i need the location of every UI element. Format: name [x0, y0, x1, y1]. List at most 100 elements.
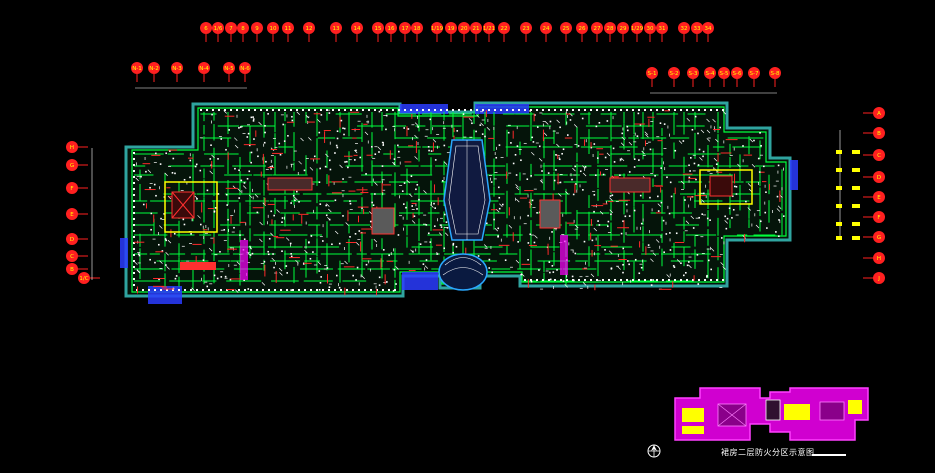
axis-label: 25 [563, 26, 570, 32]
top-axis-bubble: 14 [351, 22, 363, 42]
axis-label: S-5 [720, 71, 729, 77]
top-axis-bubble: 12 [303, 22, 315, 42]
right-cluster-bubble: S-6 [731, 67, 743, 87]
axis-label: 11 [285, 26, 292, 32]
axis-label: 18 [414, 26, 421, 32]
axis-label: J [877, 276, 880, 282]
left-side-bubble: E [66, 208, 88, 220]
axis-label: N-4 [199, 66, 209, 72]
top-axis-bubble: 20 [458, 22, 470, 42]
left-side-axis-bubbles: H G F E D CB 1/C [66, 141, 100, 284]
axis-label: 22 [501, 26, 508, 32]
axis-label: S-1 [648, 71, 657, 77]
top-axis-bubble: 19 [445, 22, 457, 42]
axis-label: 1/21 [483, 26, 495, 32]
axis-label: 1/6 [214, 26, 223, 32]
red-partitions [134, 110, 781, 296]
right-cluster-bubble: S-1 [646, 67, 658, 87]
top-axis-bubble: 25 [560, 22, 572, 42]
axis-label: 27 [594, 26, 601, 32]
axis-label: A [877, 111, 881, 117]
top-axis-bubble: 32 [678, 22, 690, 42]
left-side-bubble: G [66, 159, 88, 171]
axis-label: F [877, 215, 880, 221]
axis-label: S-8 [771, 71, 780, 77]
top-axis-bubble: 8 [237, 22, 249, 42]
fixture-marks [133, 109, 785, 293]
axis-label: 15 [375, 26, 382, 32]
top-axis-bubble: 1/29 [631, 22, 644, 42]
axis-label: 8 [241, 26, 245, 32]
axis-label: 23 [523, 26, 530, 32]
left-side-bubble: H [66, 141, 88, 153]
axis-label: 31 [659, 26, 666, 32]
top-axis-bubble: 31 [656, 22, 668, 42]
right-side-axis-bubbles: A B C D E F G H J [836, 107, 885, 284]
right-cluster-bubble: S-4 [704, 67, 716, 87]
axis-label: N-1 [132, 66, 142, 72]
axis-label: 30 [647, 26, 654, 32]
central-atrium [438, 139, 491, 291]
top-axis-bubble: 1/19 [431, 22, 444, 42]
right-side-bubble: D [863, 171, 885, 183]
axis-label: G [70, 163, 74, 169]
right-side-bubble: F [863, 211, 885, 223]
top-axis-bubble: 29 [617, 22, 629, 42]
axis-label: 6 [204, 26, 208, 32]
top-axis-bubble: 24 [540, 22, 552, 42]
axis-label: 16 [388, 26, 395, 32]
left-cluster-bubble: N-5 [223, 62, 235, 82]
left-cluster-bubble: N-1 [131, 62, 143, 82]
axis-label: 24 [543, 26, 550, 32]
left-side-bubble: C [66, 250, 88, 262]
left-cluster-bubble: N-4 [198, 62, 210, 82]
axis-label: S-2 [670, 71, 679, 77]
axis-label: N-2 [149, 66, 159, 72]
top-axis-bubble: 21 [470, 22, 482, 42]
axis-label: E [877, 195, 881, 201]
axis-label: 13 [333, 26, 340, 32]
axis-label: 20 [461, 26, 468, 32]
axis-label: 1/29 [631, 26, 644, 32]
axis-label: 7 [229, 26, 233, 32]
top-axis-bubble: 7 [225, 22, 237, 42]
right-side-bubble: E [863, 191, 885, 203]
left-equipment-area [164, 177, 395, 280]
axis-label: C [877, 153, 881, 159]
right-cluster-bubble: S-7 [748, 67, 760, 87]
axis-label: D [70, 237, 74, 243]
axis-label: S-4 [706, 71, 715, 77]
axis-label: H [877, 256, 881, 262]
axis-label: 10 [270, 26, 277, 32]
axis-label: B [877, 131, 881, 137]
axis-label: B [70, 267, 74, 273]
right-side-bubble: G [863, 231, 885, 243]
top-axis-bubble: 28 [604, 22, 616, 42]
axis-label: 1/C [79, 276, 88, 282]
north-arrow-icon [647, 444, 661, 458]
axis-label: 21 [473, 26, 480, 32]
top-axis-bubble: 27 [591, 22, 603, 42]
top-axis-bubble: 15 [372, 22, 384, 42]
axis-label: F [70, 186, 73, 192]
top-axis-bubble: 26 [576, 22, 588, 42]
axis-label: H [70, 145, 74, 151]
axis-label: D [877, 175, 881, 181]
top-axis-bubble: 6 [200, 22, 212, 42]
top-axis-bubble: 22 [498, 22, 510, 42]
right-side-bubble: B [863, 127, 885, 139]
top-axis-bubble: 9 [251, 22, 263, 42]
axis-label: 14 [354, 26, 361, 32]
top-axis-bubble: 1/6 [212, 22, 224, 42]
right-cluster-bubble: S-2 [668, 67, 680, 87]
axis-label: 29 [620, 26, 627, 32]
top-axis-bubble: 11 [282, 22, 294, 42]
left-cluster-bubble: N-6 [239, 62, 251, 82]
axis-label: E [70, 212, 74, 218]
axis-label: 28 [607, 26, 614, 32]
left-side-bubble: F [66, 182, 88, 194]
